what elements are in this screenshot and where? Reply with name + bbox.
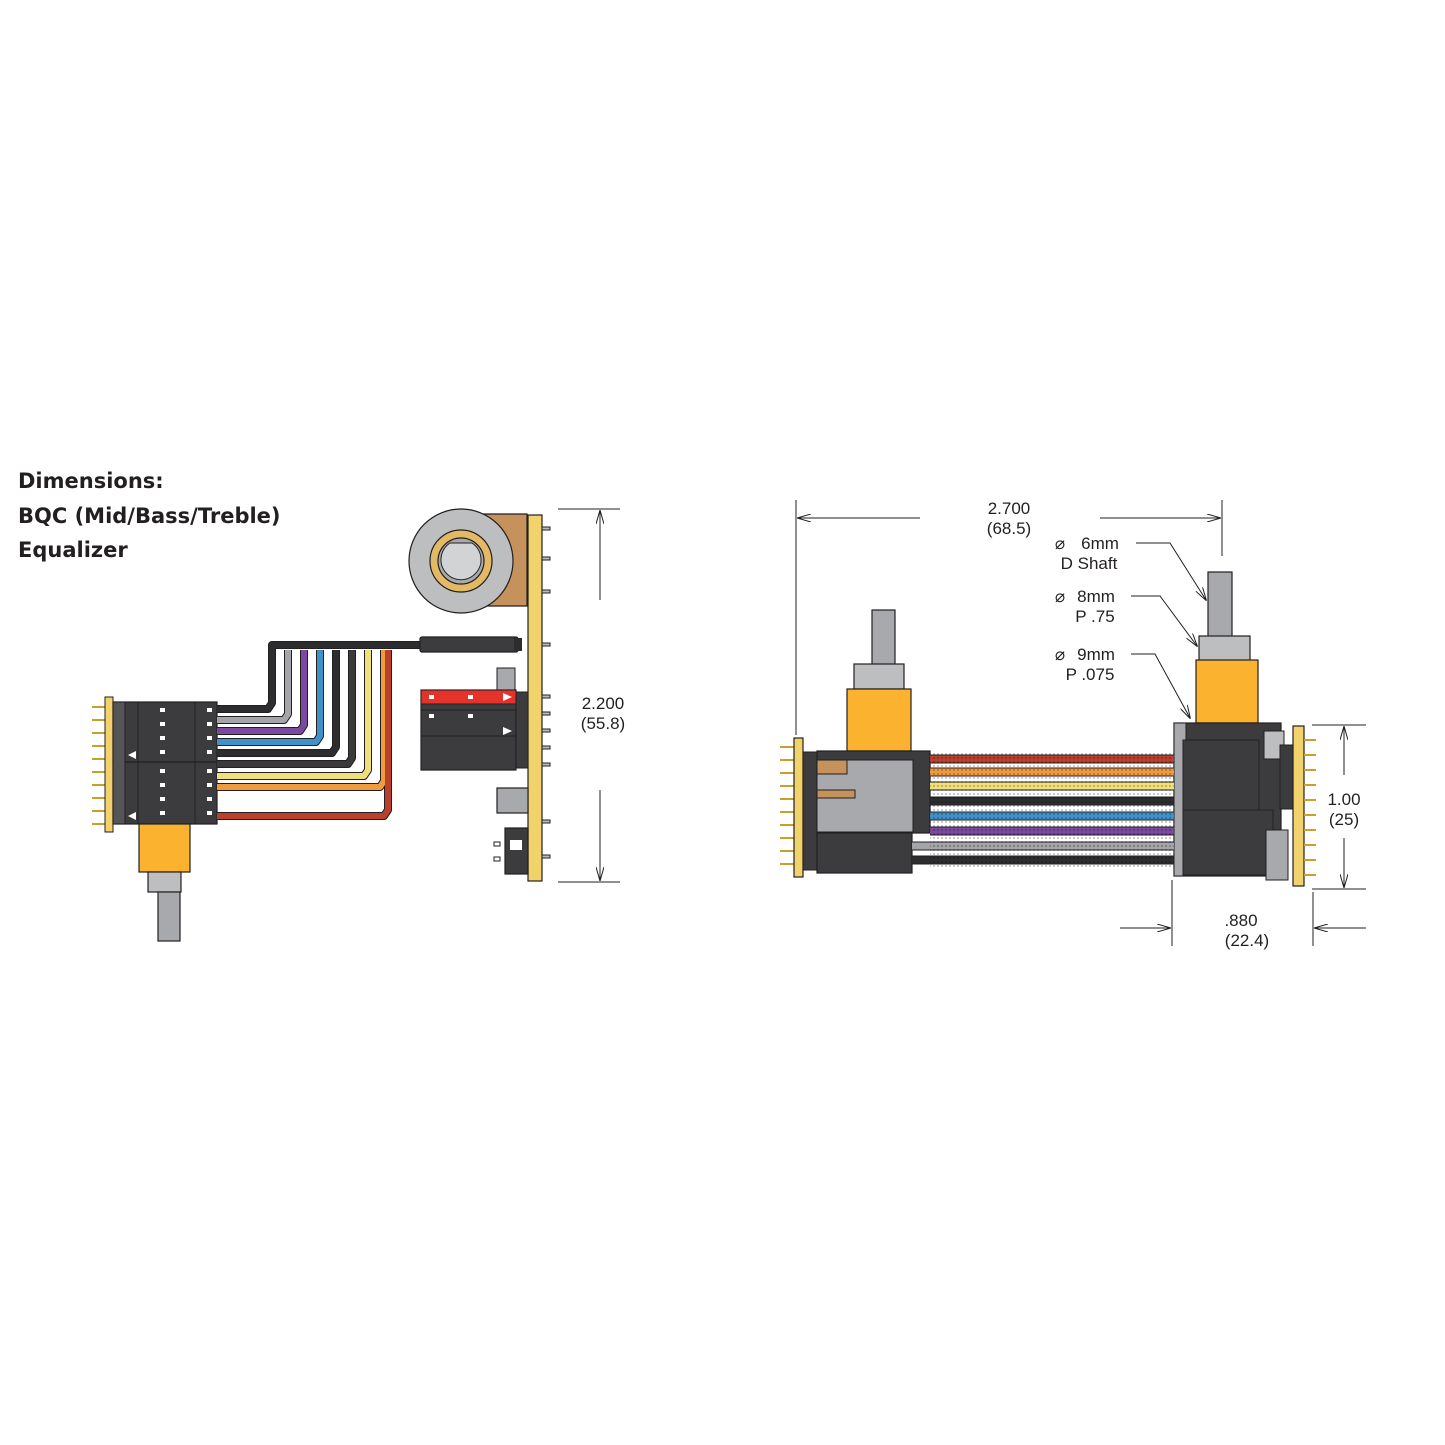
diameter-symbol-2: ⌀: [1055, 587, 1065, 606]
left-pot-shaft: [157, 891, 181, 942]
wire-black-3: [217, 650, 355, 767]
heat-shrink-end: [514, 638, 522, 651]
output-jack: [408, 508, 528, 614]
front-view: 2.200 (55.8): [92, 508, 625, 942]
callout-8mm-detail: P .75: [1075, 607, 1114, 626]
board-pins: [541, 526, 551, 859]
slide-switch: [493, 827, 529, 875]
side-right-upper-section: [1182, 739, 1260, 811]
side-view: 2.700 (68.5) ⌀ 6mm D Shaft ⌀ 8mm P .75 ⌀…: [780, 499, 1366, 950]
side-left-collar: [853, 663, 905, 690]
side-left-header: [802, 751, 818, 871]
callout-9mm-size: 9mm: [1077, 645, 1115, 664]
side-left-pins: [780, 746, 795, 865]
side-left-lug-2: [816, 789, 856, 799]
wire-yellow: [217, 650, 371, 779]
title-line-1: Dimensions:: [18, 469, 164, 493]
depth-dimension-metric: (22.4): [1225, 931, 1269, 950]
wire-black-2: [217, 650, 339, 756]
callout-leaders: [1131, 542, 1206, 718]
wire-orange: [217, 650, 387, 790]
depth-dimension: [1120, 880, 1366, 946]
height-dimension-right-value: 1.00: [1327, 790, 1360, 809]
wire-harness: [217, 641, 420, 820]
wire-blue: [217, 650, 323, 745]
diameter-symbol-3: ⌀: [1055, 645, 1065, 664]
title-line-2: BQC (Mid/Bass/Treble): [18, 503, 281, 528]
side-left-pcb: [793, 737, 804, 878]
callout-6mm-shaft: ⌀ 6mm D Shaft: [1055, 534, 1119, 573]
wire-purple: [217, 650, 307, 734]
height-dimension-left-value: 2.200: [582, 694, 625, 713]
side-right-pins: [1304, 739, 1316, 876]
side-right-shaft: [1207, 571, 1233, 639]
title-line-3: Equalizer: [18, 538, 128, 562]
wire-black: [217, 642, 420, 712]
height-dimension-right-metric: (25): [1329, 810, 1359, 829]
callout-9mm-detail: P .075: [1066, 665, 1115, 684]
left-pot-bushing: [138, 823, 191, 873]
side-right-bushing: [1195, 659, 1259, 724]
trim-pot: [496, 787, 529, 814]
side-right-header: [1279, 744, 1295, 810]
depth-dimension-value: .880: [1224, 911, 1257, 930]
height-dimension-right: [1312, 724, 1366, 890]
side-right-lower-section: [1182, 809, 1274, 876]
side-right-pcb: [1292, 725, 1305, 887]
width-dimension-value: 2.700: [988, 499, 1031, 518]
callout-6mm-detail: D Shaft: [1061, 554, 1118, 573]
callout-9mm-bushing: ⌀ 9mm P .075: [1055, 645, 1115, 684]
side-left-shaft: [871, 609, 896, 667]
side-right-switch: [1265, 829, 1289, 881]
callout-8mm-size: 8mm: [1077, 587, 1115, 606]
side-wire-harness: [912, 752, 1174, 868]
width-dimension: [795, 500, 1223, 735]
heat-shrink-sleeve: [419, 636, 519, 653]
left-pot-shaft-collar: [147, 871, 182, 893]
side-right-collar: [1198, 635, 1251, 663]
height-dimension-left: [558, 508, 620, 883]
callout-6mm-size: 6mm: [1081, 534, 1119, 553]
callout-8mm-collar: ⌀ 8mm P .75: [1055, 587, 1115, 626]
height-dimension-left-metric: (55.8): [581, 714, 625, 733]
diagram-title: Dimensions: BQC (Mid/Bass/Treble) Equali…: [18, 464, 281, 568]
left-pcb-strip: [104, 696, 114, 833]
side-left-pot-body-bottom: [816, 832, 913, 874]
wire-gray: [217, 650, 291, 723]
right-pcb-board: [527, 514, 543, 882]
side-left-lug-1: [816, 759, 848, 775]
diameter-symbol-1: ⌀: [1055, 534, 1065, 553]
selector-switch: [420, 667, 529, 771]
wire-red: [217, 650, 391, 819]
side-left-bushing: [846, 688, 912, 752]
left-pot-body: [112, 701, 218, 825]
width-dimension-metric: (68.5): [987, 519, 1031, 538]
